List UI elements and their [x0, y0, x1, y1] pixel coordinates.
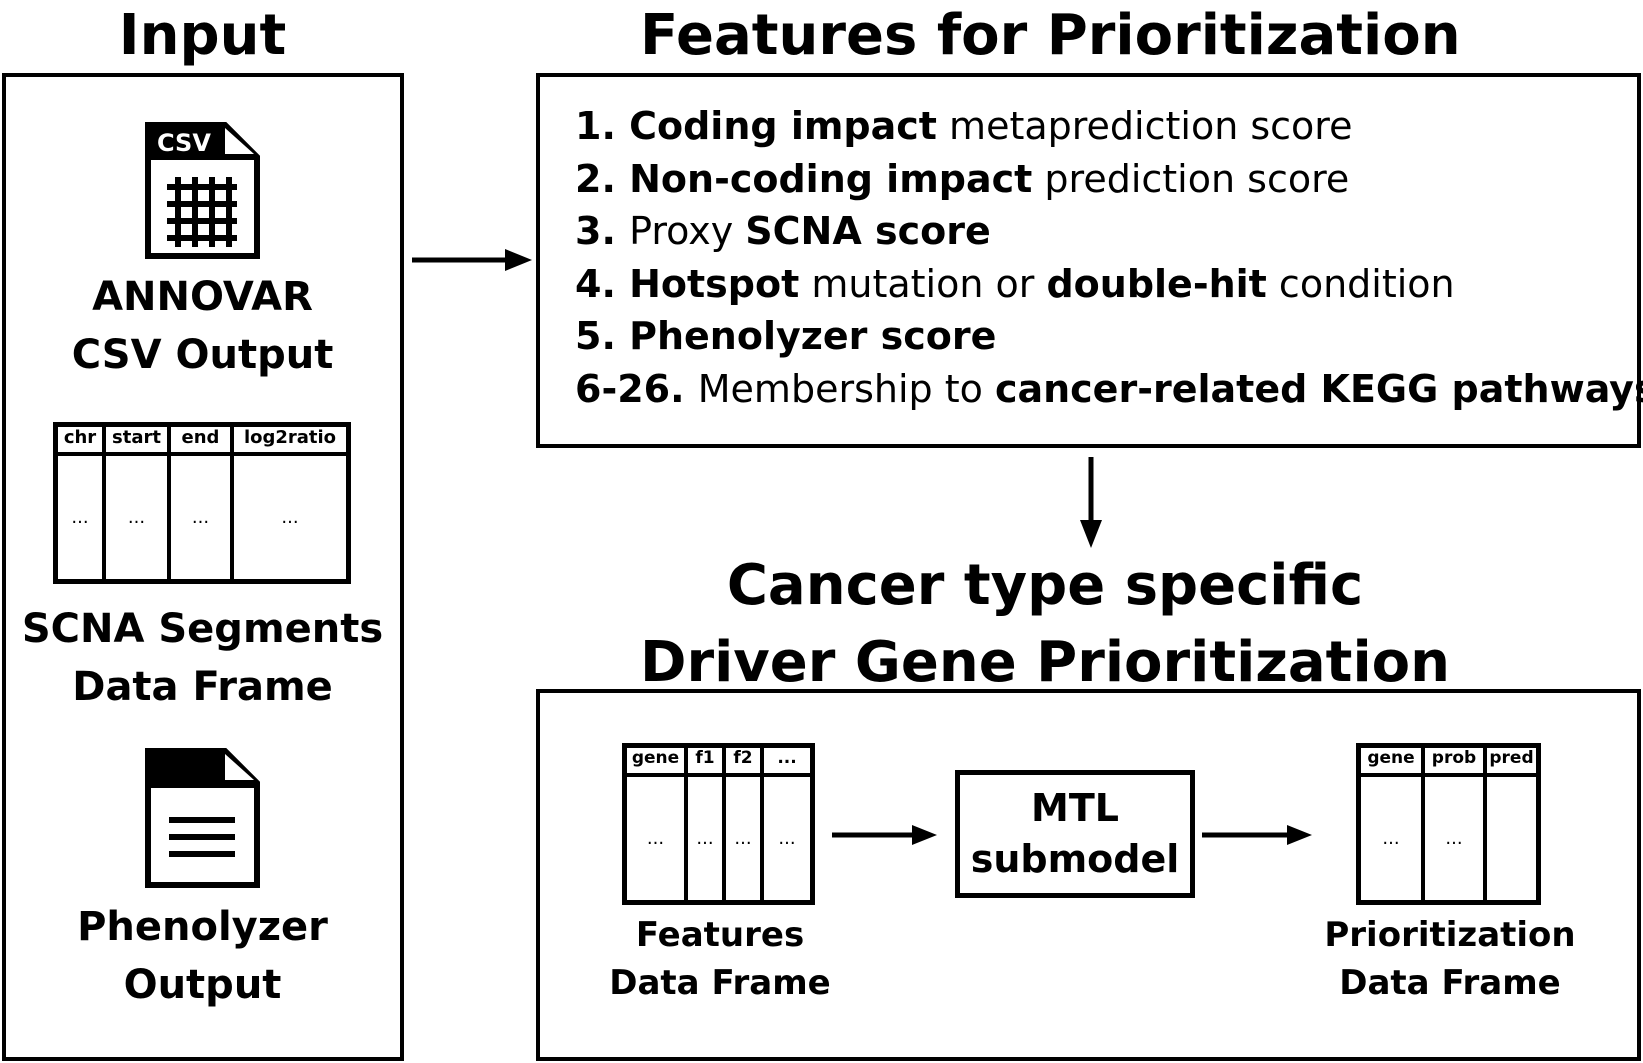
prior-header-prob: prob	[1425, 748, 1483, 777]
prioritization-df-label-line2: Data Frame	[1339, 962, 1561, 1003]
prior-cell: ...	[1382, 828, 1400, 849]
scna-label-line1: SCNA Segments	[21, 606, 384, 652]
csv-badge: CSV	[157, 129, 211, 157]
feature-item: 2. Non-coding impact prediction score	[575, 160, 1349, 198]
features-table-icon: gene ... f1 ... f2 ... ... ...	[622, 743, 815, 905]
scna-label-line2: Data Frame	[72, 664, 333, 710]
features-df-label-line1: Features	[635, 915, 805, 955]
mtl-submodel-box: MTL submodel	[955, 770, 1195, 898]
scna-cell: ...	[281, 507, 299, 528]
prior-header-pred: pred	[1487, 748, 1536, 777]
feature-item-text: 5.	[575, 314, 630, 358]
input-heading: Input	[118, 3, 287, 68]
features-df-label-line2: Data Frame	[609, 962, 831, 1003]
arrow-right-icon	[832, 825, 937, 845]
prioritization-df-label: Prioritization Data Frame	[1310, 912, 1590, 1007]
feature-item: 6-26. Membership to cancer-related KEGG …	[575, 370, 1643, 408]
features-cell: ...	[734, 828, 752, 849]
feature-item: 5. Phenolyzer score	[575, 317, 996, 355]
features-cell: ...	[778, 828, 796, 849]
feature-item: 1. Coding impact metaprediction score	[575, 107, 1352, 145]
scna-cell: ...	[191, 507, 210, 528]
prioritization-df-label-line1: Prioritization	[1324, 915, 1576, 955]
scna-table-icon: chr ... start ... end ... log2ratio ...	[53, 422, 351, 584]
features-cell: ...	[696, 828, 714, 849]
annovar-label-line1: ANNOVAR	[92, 274, 313, 320]
scna-header-end: end	[171, 427, 230, 456]
scna-cell: ...	[127, 507, 146, 528]
driver-heading-line2: Driver Gene Prioritization	[640, 630, 1450, 696]
annovar-label: ANNOVAR CSV Output	[40, 268, 365, 384]
prior-cell: ...	[1445, 828, 1463, 849]
arrow-right-icon	[412, 249, 532, 271]
document-icon	[145, 748, 260, 888]
mtl-label-line1: MTL	[1031, 785, 1119, 830]
feature-item-text: 1.	[575, 104, 630, 148]
prior-cell	[1487, 777, 1536, 900]
prioritization-table-icon: gene ... prob ... pred	[1356, 743, 1541, 905]
mtl-label-line2: submodel	[970, 837, 1180, 881]
driver-panel	[536, 689, 1641, 1061]
features-header-more: ...	[764, 748, 810, 777]
feature-item-text: mutation or	[799, 261, 1047, 306]
feature-item-text: metaprediction score	[936, 104, 1353, 148]
scna-label: SCNA Segments Data Frame	[10, 600, 395, 716]
features-header-f1: f1	[688, 748, 722, 777]
arrow-down-icon	[1080, 457, 1102, 548]
feature-item: 4. Hotspot mutation or double-hit condit…	[575, 265, 1455, 303]
scna-header-start: start	[106, 427, 167, 456]
driver-heading: Cancer type specific Driver Gene Priorit…	[640, 547, 1450, 702]
feature-item-text: Phenolyzer score	[629, 314, 997, 358]
feature-item-text: prediction score	[1032, 156, 1350, 201]
features-header-f2: f2	[726, 748, 760, 777]
phenolyzer-label: Phenolyzer Output	[40, 898, 365, 1014]
feature-item-text: condition	[1266, 261, 1455, 306]
feature-item-text: cancer-related KEGG pathways	[994, 366, 1643, 411]
phenolyzer-label-line2: Output	[123, 962, 282, 1008]
feature-item-text: 6-26.	[575, 366, 698, 411]
prior-header-gene: gene	[1361, 748, 1421, 777]
scna-header-log2ratio: log2ratio	[234, 427, 346, 456]
features-heading: Features for Prioritization	[640, 3, 1461, 68]
feature-item-text: Membership to	[697, 366, 995, 411]
feature-item-text: 2.	[575, 156, 630, 201]
feature-item-text: double-hit	[1046, 261, 1267, 306]
arrow-right-icon	[1202, 825, 1312, 845]
features-panel	[536, 73, 1641, 448]
feature-item-text: 3.	[575, 209, 630, 253]
feature-item-text: SCNA score	[745, 209, 991, 253]
driver-heading-line1: Cancer type specific	[726, 553, 1364, 618]
scna-cell: ...	[71, 507, 89, 528]
features-df-label: Features Data Frame	[590, 912, 850, 1007]
csv-file-icon: CSV	[145, 122, 260, 259]
annovar-label-line2: CSV Output	[71, 332, 334, 378]
feature-item: 3. Proxy SCNA score	[575, 212, 991, 250]
scna-header-chr: chr	[58, 427, 102, 456]
feature-item-text: Proxy	[629, 209, 746, 253]
feature-item-text: Non-coding impact	[629, 156, 1033, 201]
phenolyzer-label-line1: Phenolyzer	[77, 904, 328, 950]
feature-item-text: Hotspot	[629, 261, 800, 306]
features-cell: ...	[646, 828, 665, 849]
feature-item-text: 4.	[575, 261, 630, 306]
features-header-gene: gene	[627, 748, 684, 777]
feature-item-text: Coding impact	[629, 104, 937, 148]
